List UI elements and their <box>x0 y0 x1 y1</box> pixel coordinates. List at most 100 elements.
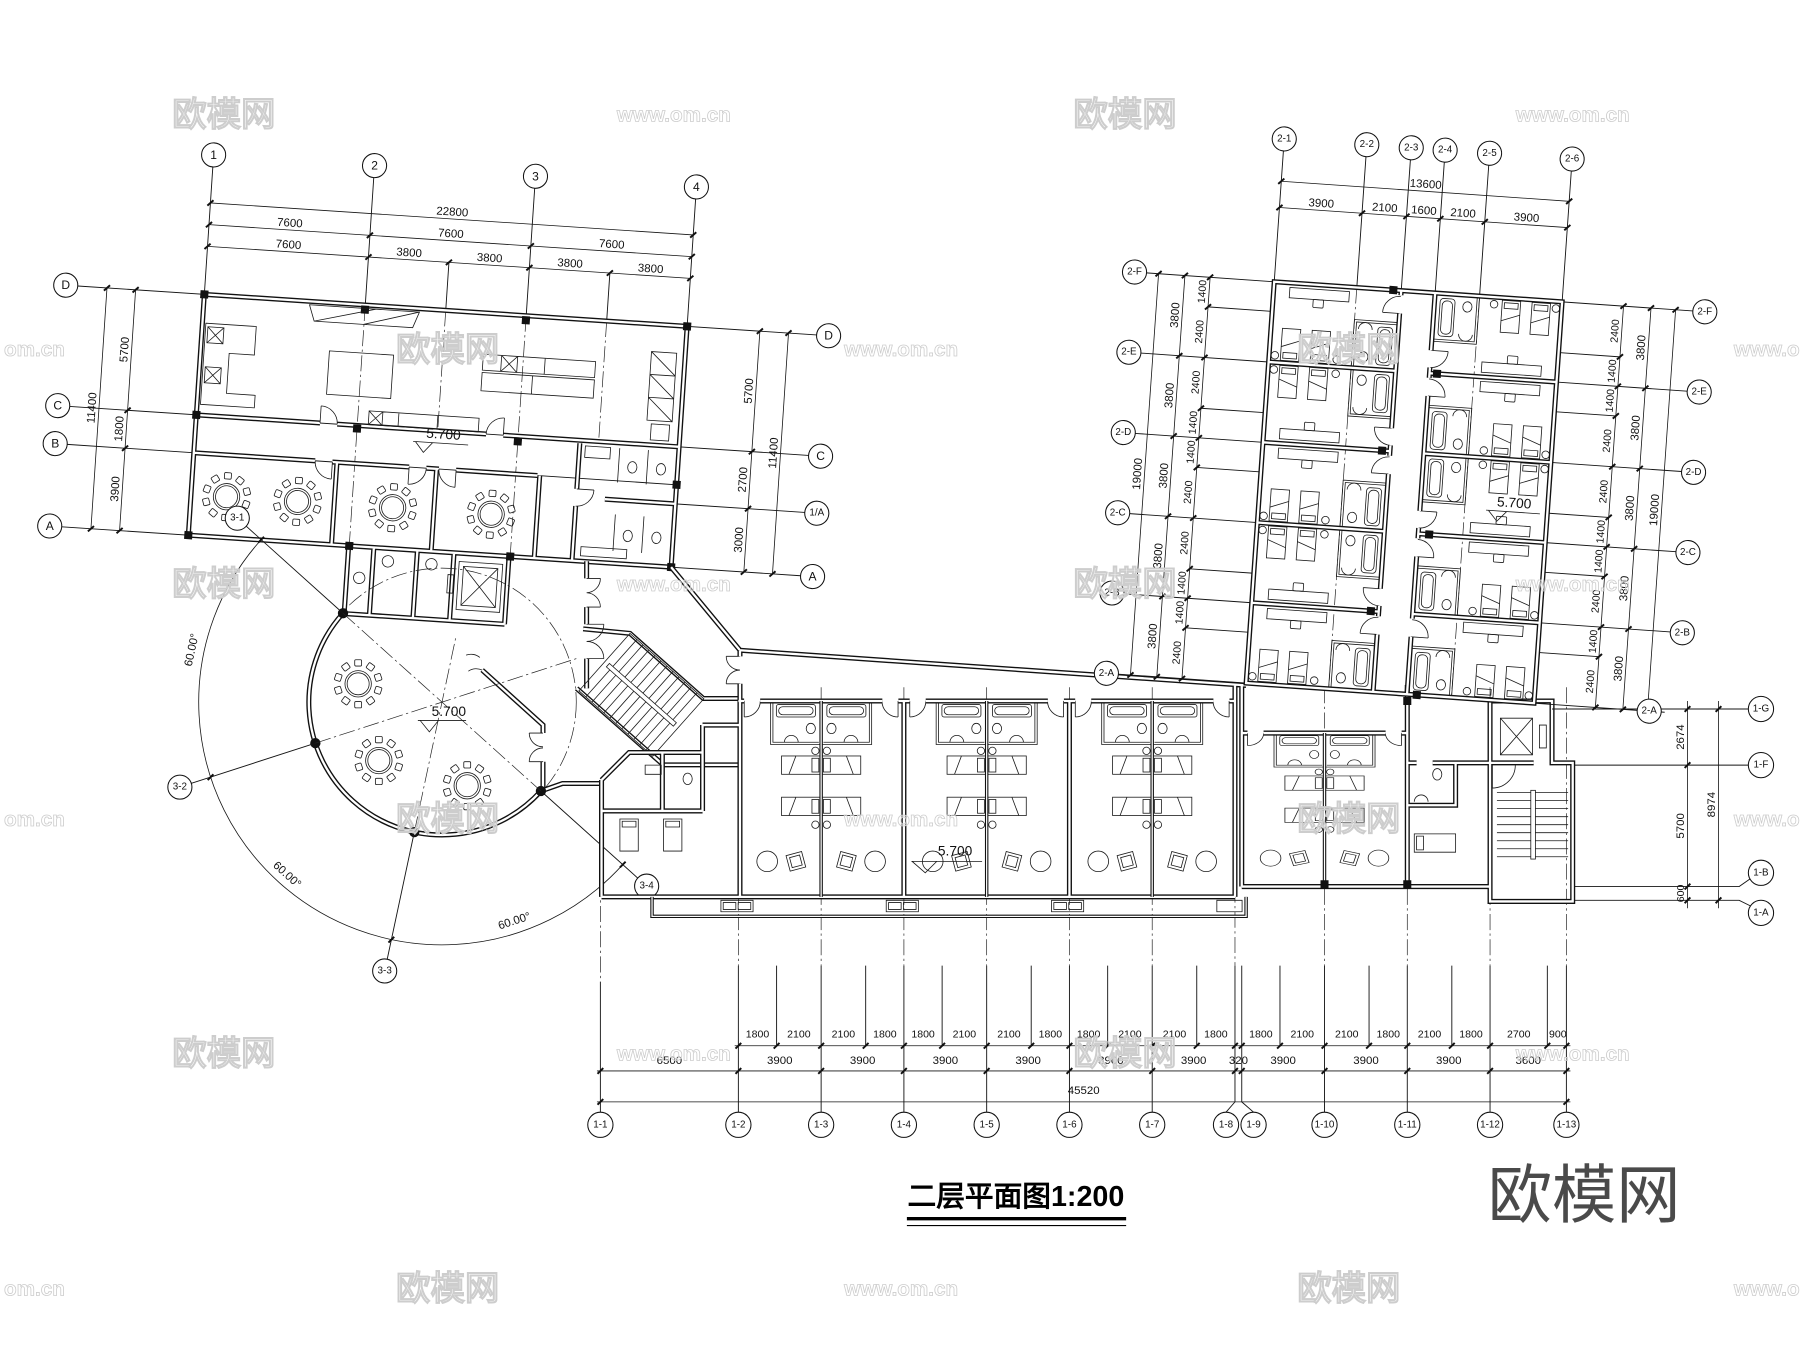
axis-bubble-circle <box>683 174 709 200</box>
axis-bubble-circle <box>1110 420 1136 446</box>
watermark-logo: 欧模网 <box>396 1270 499 1308</box>
wing-end-room-furniture <box>619 764 1457 853</box>
axis-bubble-3-4: 3-4 <box>634 873 660 899</box>
axis-label: 2-C <box>1680 547 1696 558</box>
door-swing-icon <box>1491 765 1516 789</box>
axis-bubble-circle <box>224 505 250 531</box>
axis-bubble-circle <box>1394 1111 1421 1138</box>
axis-bubble-2-4: 2-4 <box>1432 137 1458 163</box>
watermark-url: www.om.cn <box>1733 808 1800 831</box>
axis-bubble-left-A: A <box>37 513 63 539</box>
axis-bubble-circle <box>1747 859 1775 886</box>
elevation-label: 5.700 <box>426 426 462 443</box>
dimension-text: 2700 <box>737 467 751 493</box>
hall-radial-axis-center-lines <box>315 612 579 833</box>
watermark-url: www.om.cn <box>616 573 731 596</box>
axis-label: D <box>61 278 70 292</box>
ac-unit-platforms <box>720 899 1243 913</box>
axis-label: 2 <box>371 159 378 173</box>
axis-label: 1-8 <box>1219 1119 1234 1130</box>
guest-room <box>986 699 1064 873</box>
angle-dimension-text: 60.00° <box>183 632 202 667</box>
axis-label: 1-11 <box>1398 1119 1417 1130</box>
hall-door-swings <box>465 578 740 763</box>
watermark-logo: 欧模网 <box>396 800 499 838</box>
dimension-text: 3800 <box>637 262 663 276</box>
axis-bubble-right-2-F: 2-F <box>1692 299 1718 325</box>
dimension-text: 2400 <box>1601 429 1615 453</box>
axis-label: 2-A <box>1642 706 1658 717</box>
dimension-text: 22800 <box>436 205 469 219</box>
wing-partitions-outline <box>819 699 1327 899</box>
axis-bubble-circle <box>53 272 79 298</box>
axis-label: 1-7 <box>1145 1119 1159 1130</box>
dimension-text: 2100 <box>832 1029 856 1041</box>
axis-bubble-3-1: 3-1 <box>224 505 250 531</box>
lower-guest-room-wing: 5.700 1800 2100 2100 1800 1800 2100 2100… <box>587 650 1775 1138</box>
axis-bubble-circle <box>361 153 388 179</box>
dimension-text: 1800 <box>1376 1029 1400 1041</box>
angle-dimension-text: 60.00° <box>270 860 303 891</box>
wing-partitions-cavity <box>820 700 1326 898</box>
axis-label: 1/A <box>809 508 824 519</box>
elevation-label: 5.700 <box>1496 494 1532 511</box>
axis-bubble-2-5: 2-5 <box>1477 140 1503 166</box>
brand-logo: 欧模网 <box>1488 1160 1681 1232</box>
lobby-staircase-icon <box>578 632 705 757</box>
dimension-text: 3800 <box>1152 543 1166 569</box>
axis-bubble-1-3: 1-3 <box>807 1111 835 1138</box>
dimension-text: 3900 <box>1308 197 1334 211</box>
dimension-text: 3900 <box>1098 1055 1124 1067</box>
dimension-text: 3800 <box>396 246 422 260</box>
axis-label: 1-A <box>1753 907 1769 918</box>
axis-bubble-top-4: 4 <box>683 174 709 200</box>
axis-bubble-1-11: 1-11 <box>1394 1111 1421 1138</box>
axis-label: 2-E <box>1121 347 1137 358</box>
banquet-table <box>333 659 383 709</box>
dimension-text: 1400 <box>1185 440 1199 464</box>
elevation-marker-icon <box>417 720 467 733</box>
dimension-text: 2400 <box>1584 669 1598 693</box>
axis-bubble-right-2-A: 2-A <box>1636 698 1662 724</box>
stair-handrail <box>605 662 677 727</box>
dimension-text: 5700 <box>1675 813 1687 838</box>
round-banquet-hall: 60.00° 60.00° 60.00° 5.700 3-1 3-2 3-3 3… <box>167 505 740 984</box>
dimension-text-overall: 13600 <box>1409 178 1442 192</box>
angular-dimension-ticks <box>206 536 627 944</box>
tower-dimension-lines <box>1130 180 1677 712</box>
dimension-text: 3900 <box>1353 1055 1379 1067</box>
axis-bubble-circle <box>1354 132 1380 158</box>
tower-room <box>1423 377 1555 462</box>
guest-room <box>1151 699 1230 873</box>
dimension-text: 1800 <box>873 1029 897 1041</box>
axis-bubble-top-1: 1 <box>201 142 227 168</box>
dimension-text: 2674 <box>1675 724 1687 750</box>
dimension-text: 7600 <box>438 227 464 241</box>
axis-bubble-right-1A: 1/A <box>804 500 830 526</box>
axis-label: 2-C <box>1110 507 1126 518</box>
axis-bubble-circle <box>1093 660 1119 686</box>
axis-label: 2-D <box>1686 467 1702 478</box>
axis-bubble-circle <box>37 513 63 539</box>
axis-label: 1-5 <box>980 1119 995 1130</box>
axis-bubble-circle <box>816 323 842 349</box>
strip-toilet-fixtures <box>353 555 438 584</box>
axis-bubble-2-3: 2-3 <box>1398 135 1424 161</box>
watermark-url: www.om.cn <box>1515 103 1630 126</box>
dimension-text: 600 <box>1675 885 1687 903</box>
kitchen-equipment-counters <box>200 304 678 442</box>
watermark-logo: 欧模网 <box>1297 800 1400 838</box>
axis-bubble-left-D: D <box>53 272 79 298</box>
axis-label: 1-6 <box>1062 1119 1077 1130</box>
dimension-text: 3800 <box>1629 415 1643 441</box>
axis-bubble-1-12: 1-12 <box>1476 1111 1504 1138</box>
axis-label: B <box>51 437 59 451</box>
dimension-text: 1600 <box>1411 204 1437 218</box>
dimension-text: 320 <box>1229 1055 1248 1067</box>
axis-label: 2-D <box>1115 427 1131 438</box>
dimension-text: 3800 <box>1163 382 1177 408</box>
banquet-table <box>465 488 518 541</box>
axis-bubble-circle <box>1099 580 1125 606</box>
left-block-interior-axis-lines <box>344 305 608 625</box>
